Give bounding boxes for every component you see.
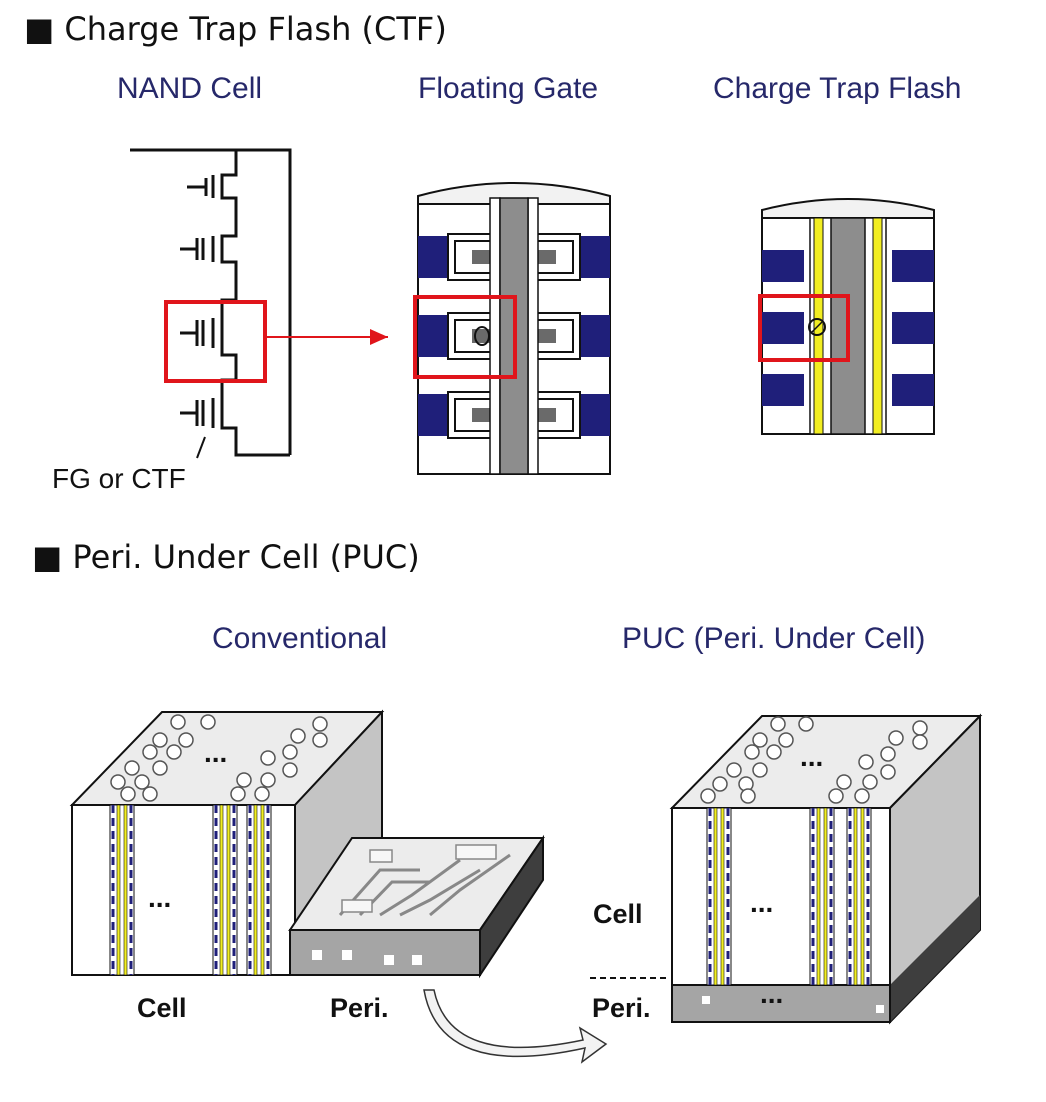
nand-schematic (130, 148, 292, 457)
conventional-label: Conventional (212, 622, 387, 655)
curved-arrow (423, 989, 608, 1064)
ellipsis-conventional-cell: ... (148, 882, 171, 913)
ellipsis-puc-top: ... (800, 741, 823, 772)
puc-label: PUC (Peri. Under Cell) (622, 622, 925, 655)
cell-label-conventional: Cell (137, 993, 187, 1023)
ellipsis-puc-peri: ... (760, 978, 783, 1009)
floating-gate-cylinder (417, 182, 611, 475)
peri-label-conventional: Peri. (330, 993, 389, 1023)
conventional-cell-block (69, 709, 385, 976)
conventional-peri-block (288, 834, 545, 979)
peri-label-puc: Peri. (592, 993, 651, 1023)
floating-gate-label: Floating Gate (418, 72, 598, 105)
section-title-puc: ■ Peri. Under Cell (PUC) (32, 538, 420, 576)
charge-trap-flash-label: Charge Trap Flash (713, 72, 961, 105)
highlight-box-nand (164, 300, 267, 383)
cell-label-puc: Cell (593, 899, 643, 929)
highlight-box-ctf (758, 294, 850, 362)
fg-or-ctf-label: FG or CTF (52, 463, 186, 494)
ellipsis-conventional-top: ... (204, 737, 227, 768)
annotation-pointer (196, 436, 206, 459)
section-title-ctf: ■ Charge Trap Flash (CTF) (24, 10, 447, 48)
nand-cell-label: NAND Cell (117, 72, 262, 105)
ellipsis-puc-cell: ... (750, 887, 773, 918)
puc-block (669, 713, 983, 1025)
highlight-box-fg (413, 295, 517, 379)
